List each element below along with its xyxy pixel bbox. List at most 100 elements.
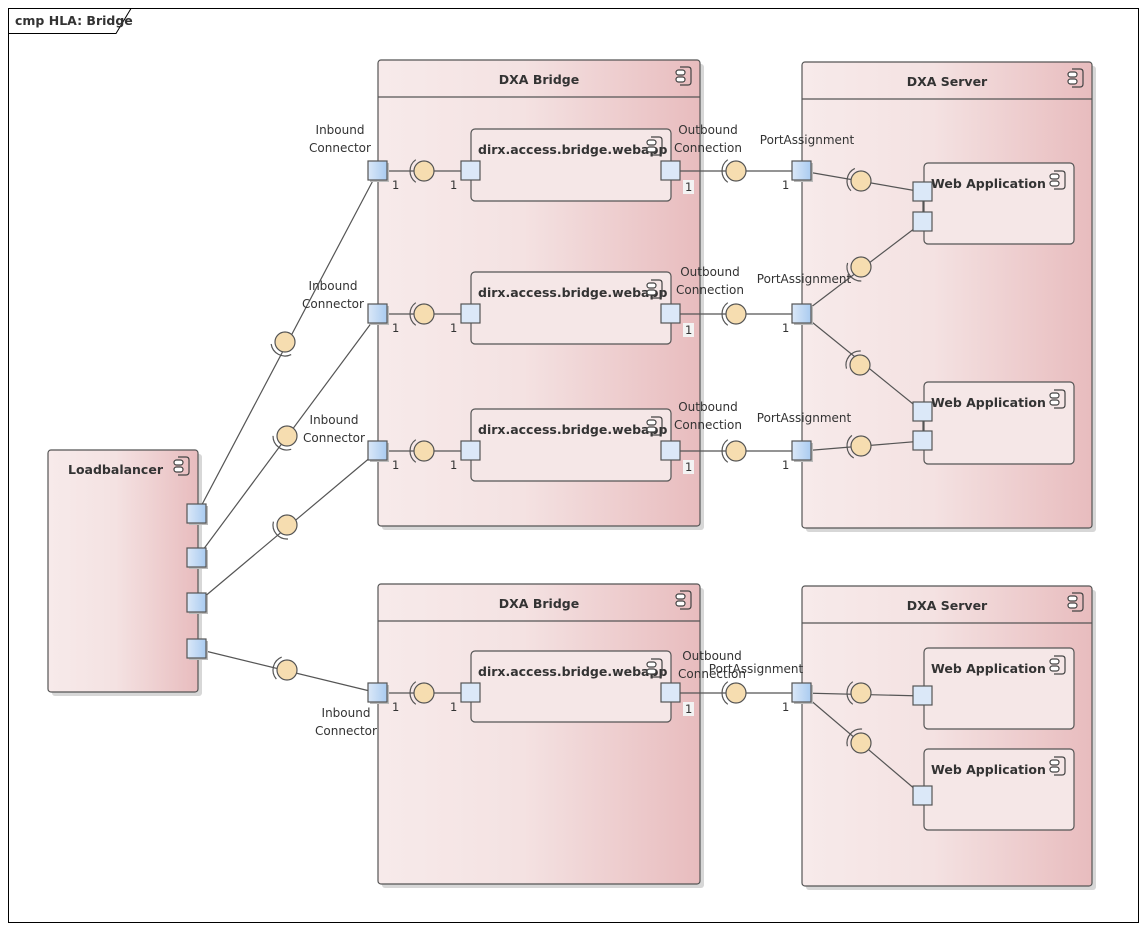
provided-ball [725,440,747,462]
required-socket [270,343,292,357]
port[interactable] [791,303,813,325]
dxa-server-2[interactable]: DXA Server [801,585,1096,890]
port-assignment-label: PortAssignment [760,133,855,147]
bridge-webapp-component-body [470,128,672,202]
component-icon [1067,68,1084,88]
bridge-webapp-component[interactable]: dirx.access.bridge.webapp [470,271,672,345]
interface-icon [721,159,747,183]
loadbalancer[interactable]: Loadbalancer [47,449,202,696]
inbound-connector-label-line: Inbound [310,413,359,427]
port[interactable] [460,160,481,181]
port[interactable] [460,440,481,461]
port[interactable] [660,440,681,461]
port[interactable] [660,160,681,181]
dxa-bridge-2-title: DXA Bridge [499,596,579,611]
bridge-webapp-component-body [470,408,672,482]
inbound-connector-label-line: Connector [315,724,377,738]
port[interactable] [791,160,813,182]
interface-icon [409,681,435,705]
bridge-webapp-component-title: dirx.access.bridge.webapp [478,285,667,300]
provided-ball [413,160,435,182]
port[interactable] [912,211,933,232]
web-application-component[interactable]: Web Application [923,647,1075,730]
required-socket [721,302,729,326]
interface-icon [272,514,298,540]
web-application-component[interactable]: Web Application [923,162,1075,245]
required-socket [846,681,854,705]
port-square [912,430,933,451]
frame-title: cmp HLA: Bridge [15,13,133,28]
port[interactable] [367,682,389,704]
port-assignment-label: PortAssignment [757,272,852,286]
required-socket [272,656,282,680]
interface-icon [272,425,298,451]
port[interactable] [912,430,933,451]
component-icon [1049,170,1066,190]
bridge-webapp-component-body [470,650,672,723]
required-socket [846,434,855,459]
outbound-connection-label-line: Connection [676,283,744,297]
multiplicity: 1 [392,700,399,714]
web-application-component[interactable]: Web Application [923,381,1075,465]
multiplicity: 1 [392,178,399,192]
required-socket [846,728,863,747]
multiplicity-bg [683,180,694,194]
port[interactable] [791,682,813,704]
port-square [186,592,207,613]
port[interactable] [912,685,933,706]
component-icon [646,279,663,299]
component-icon [646,136,663,156]
port[interactable] [367,440,389,462]
provided-ball [850,435,872,457]
port[interactable] [186,503,208,525]
port-square [660,440,681,461]
port[interactable] [912,785,933,806]
port-square [460,440,481,461]
port-square [912,785,933,806]
bridge-webapp-component-body [470,271,672,345]
port[interactable] [912,181,933,202]
dxa-bridge-2-body [377,583,701,885]
web-application-component[interactable]: Web Application [923,748,1075,831]
provided-ball [849,354,871,376]
dxa-bridge-2[interactable]: DXA Bridge [377,583,704,888]
multiplicity: 1 [782,321,789,335]
provided-ball [850,256,872,278]
port-square [912,401,933,422]
port[interactable] [912,401,933,422]
port[interactable] [460,682,481,703]
port[interactable] [186,547,208,569]
port[interactable] [460,303,481,324]
inbound-connector-label-line: Inbound [309,279,358,293]
bridge-webapp-component-title: dirx.access.bridge.webapp [478,142,667,157]
port-square [912,685,933,706]
bridge-webapp-component[interactable]: dirx.access.bridge.webapp [470,408,672,482]
inbound-connector-label-line: Inbound [322,706,371,720]
interface-icon [409,159,435,183]
inbound-connector-label-line: Connector [309,141,371,155]
bridge-webapp-component[interactable]: dirx.access.bridge.webapp [470,128,672,202]
port[interactable] [186,638,208,660]
port-square [660,682,681,703]
component-icon [675,590,692,610]
port-square [186,547,207,568]
interface-icon [846,728,872,754]
port[interactable] [367,160,389,182]
required-socket [409,439,417,463]
required-socket [846,262,862,282]
port[interactable] [186,592,208,614]
port[interactable] [791,440,813,462]
required-socket [721,681,729,705]
multiplicity: 1 [392,458,399,472]
bridge-webapp-component-title: dirx.access.bridge.webapp [478,664,667,679]
bridge-webapp-component[interactable]: dirx.access.bridge.webapp [470,650,672,723]
port-assignment-label: PortAssignment [757,411,852,425]
port[interactable] [367,303,389,325]
port[interactable] [660,682,681,703]
port[interactable] [660,303,681,324]
loadbalancer-body [47,449,199,693]
